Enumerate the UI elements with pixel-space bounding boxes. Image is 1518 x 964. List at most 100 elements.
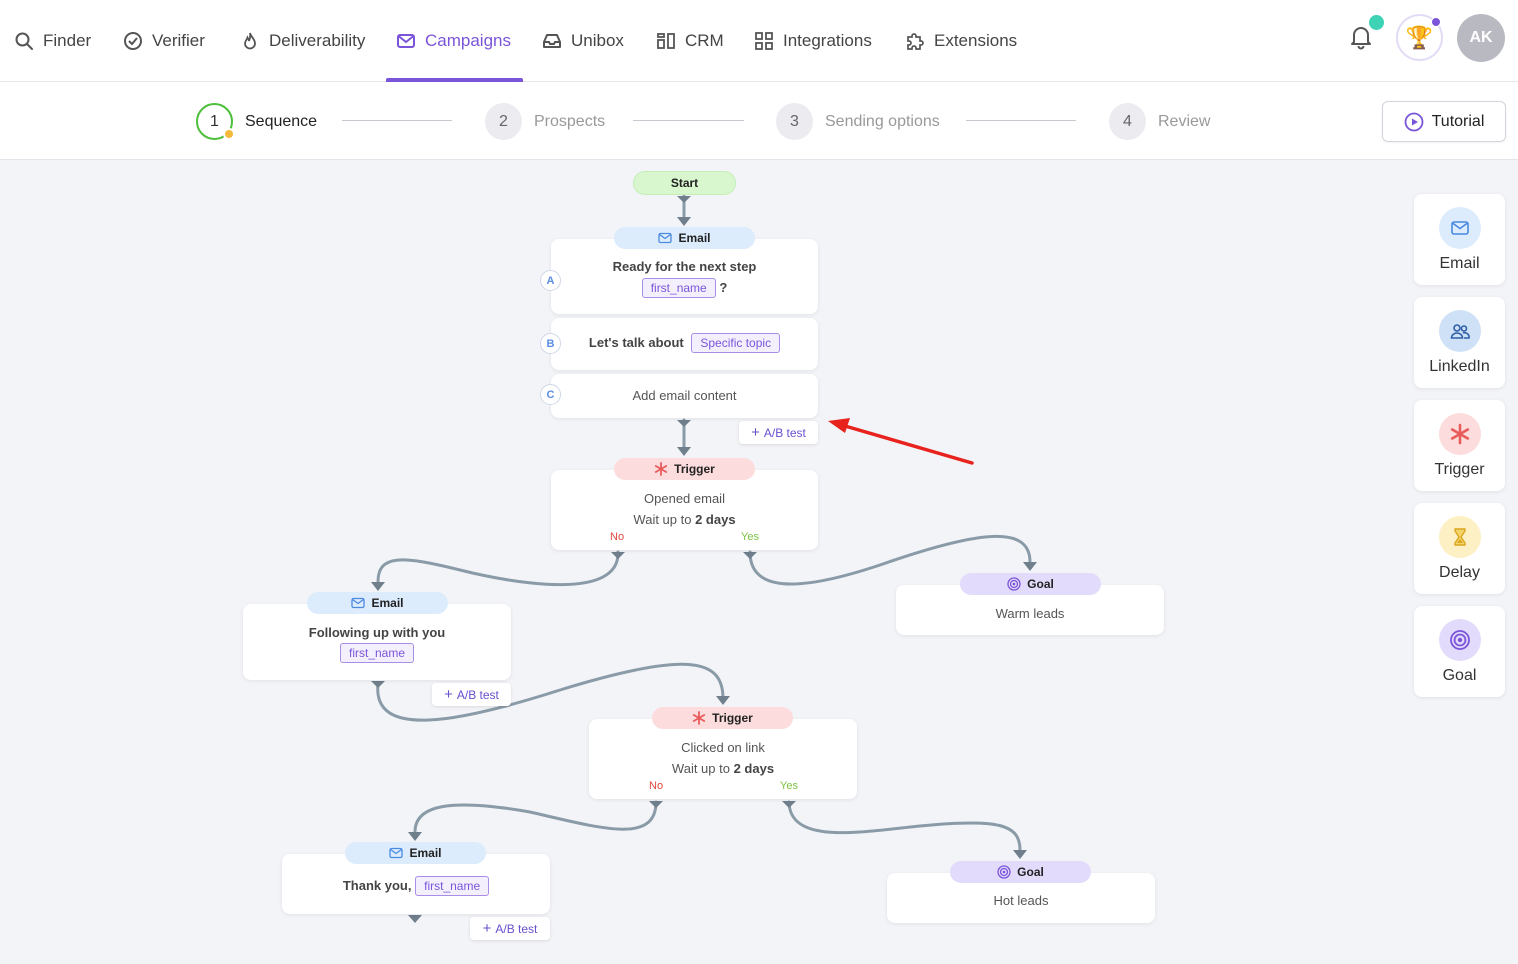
ab-test-label: A/B test [763, 425, 806, 440]
target-icon [1449, 629, 1470, 650]
branch-no-label: No [649, 780, 664, 792]
ab-test-label: A/B test [456, 687, 499, 702]
branch-yes-label: Yes [780, 780, 798, 792]
trigger-card-opened-email[interactable]: Opened email Wait up to 2 days [551, 470, 818, 550]
step-number: 2 [485, 103, 522, 140]
palette-delay-circle [1438, 515, 1481, 558]
step-label: Prospects [534, 112, 606, 130]
email-variant-a-card[interactable]: Ready for the next step first_name ? [551, 239, 818, 314]
email-pill-label: Email [409, 846, 442, 860]
mail-icon [389, 847, 404, 859]
goal-pill[interactable]: Goal [960, 573, 1101, 595]
trophy-button[interactable]: 🏆 [1396, 14, 1443, 61]
variant-b-badge[interactable]: B [540, 333, 561, 354]
tutorial-button[interactable]: Tutorial [1382, 101, 1506, 142]
nav-integrations[interactable]: Integrations [754, 0, 872, 82]
mail-icon [351, 597, 366, 609]
palette-delay[interactable]: Delay [1414, 503, 1505, 594]
step-number: 3 [776, 103, 813, 140]
trigger-pill-label: Trigger [712, 711, 753, 725]
step-sequence[interactable]: 1 Sequence [196, 103, 317, 140]
email-subject: Let's talk about [588, 335, 684, 350]
nav-crm[interactable]: CRM [656, 0, 724, 82]
goal-name: Hot leads [993, 893, 1049, 908]
active-tab-indicator [386, 78, 523, 82]
trigger-condition: Clicked on link [681, 740, 765, 755]
variable-tag[interactable]: first_name [339, 643, 415, 663]
nav-finder[interactable]: Finder [14, 0, 91, 82]
email-subject: Ready for the next step [612, 259, 757, 274]
trophy-badge [1431, 17, 1441, 27]
step-number: 4 [1109, 103, 1146, 140]
puzzle-icon [907, 33, 924, 50]
nav-finder-label: Finder [43, 31, 92, 50]
annotation-arrow [828, 418, 974, 465]
goal-pill-label: Goal [1027, 577, 1054, 591]
step-label: Sending options [825, 112, 940, 130]
email-variant-b-card[interactable]: Let's talk about Specific topic [551, 318, 818, 370]
nav-unibox[interactable]: Unibox [542, 0, 624, 82]
ab-test-button[interactable]: + A/B test [432, 683, 511, 706]
email-card-following-up[interactable]: Following up with you first_name [243, 604, 511, 680]
plus-icon: + [751, 424, 760, 441]
trigger-pill[interactable]: Trigger [614, 458, 755, 480]
variable-tag[interactable]: first_name [415, 876, 490, 896]
inbox-icon [543, 34, 561, 48]
wait-prefix: Wait up to [671, 761, 730, 776]
email-pill[interactable]: Email [614, 227, 755, 249]
wait-value: 2 days [695, 512, 736, 527]
asterisk-icon [693, 711, 706, 725]
plus-icon: + [482, 920, 492, 937]
asterisk-icon [655, 462, 668, 476]
bell-icon[interactable] [1348, 24, 1374, 50]
palette-linkedin[interactable]: LinkedIn [1414, 297, 1505, 388]
goal-name: Warm leads [995, 606, 1065, 621]
trigger-card-clicked-link[interactable]: Clicked on link Wait up to 2 days [589, 719, 857, 799]
ab-test-label: A/B test [495, 921, 538, 936]
step-sending-options[interactable]: 3 Sending options [776, 103, 940, 140]
step-divider [342, 120, 452, 121]
email-pill-label: Email [371, 596, 404, 610]
step-status-dot [223, 128, 235, 140]
wait-value: 2 days [733, 761, 775, 776]
step-label: Sequence [245, 112, 318, 130]
palette-trigger[interactable]: Trigger [1414, 400, 1505, 491]
step-divider [966, 120, 1076, 121]
email-subject: Following up with you [308, 625, 446, 640]
subject-suffix: ? [719, 280, 728, 295]
nav-verifier[interactable]: Verifier [123, 0, 205, 82]
start-node[interactable]: Start [633, 171, 736, 195]
email-variant-c-card[interactable]: Add email content [551, 374, 818, 418]
variant-c-badge[interactable]: C [540, 384, 561, 405]
search-icon [15, 32, 33, 50]
email-pill[interactable]: Email [307, 592, 448, 614]
step-prospects[interactable]: 2 Prospects [485, 103, 605, 140]
nav-campaigns[interactable]: Campaigns [396, 0, 511, 82]
email-card-thank-you[interactable]: Thank you, first_name [282, 854, 550, 914]
avatar[interactable]: AK [1457, 14, 1505, 62]
nav-extensions[interactable]: Extensions [905, 0, 1017, 82]
palette-trigger-circle [1438, 412, 1481, 455]
palette-goal-circle [1438, 618, 1481, 661]
goal-card-warm-leads[interactable]: Warm leads [896, 585, 1164, 635]
variable-tag[interactable]: Specific topic [691, 333, 781, 353]
goal-pill[interactable]: Goal [950, 861, 1091, 883]
nav-extensions-label: Extensions [934, 31, 1018, 50]
ab-test-button[interactable]: + A/B test [470, 917, 550, 940]
palette-label: Delay [1439, 563, 1480, 581]
palette-label: Goal [1442, 666, 1477, 684]
nav-deliverability[interactable]: Deliverability [240, 0, 365, 82]
palette-email[interactable]: Email [1414, 194, 1505, 285]
play-icon [1404, 112, 1424, 131]
trigger-pill[interactable]: Trigger [652, 707, 793, 729]
email-pill[interactable]: Email [345, 842, 486, 864]
ab-test-button[interactable]: + A/B test [739, 421, 818, 444]
trophy-icon: 🏆 [1405, 24, 1434, 50]
variant-a-badge[interactable]: A [540, 270, 561, 291]
palette-goal[interactable]: Goal [1414, 606, 1505, 697]
step-label: Review [1158, 112, 1211, 130]
step-review[interactable]: 4 Review [1109, 103, 1210, 140]
palette-label: LinkedIn [1429, 357, 1490, 375]
variable-tag[interactable]: first_name [641, 278, 716, 298]
check-circle-icon [124, 32, 142, 50]
